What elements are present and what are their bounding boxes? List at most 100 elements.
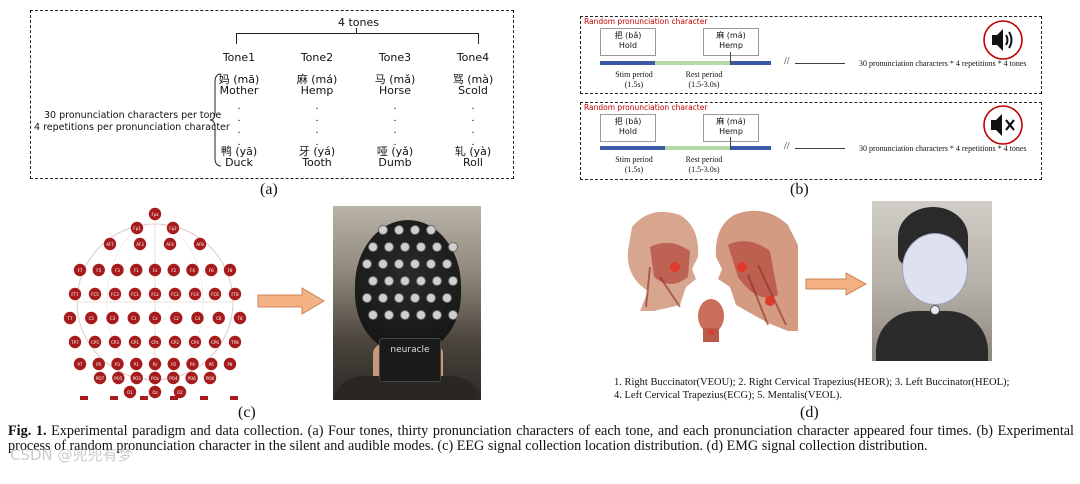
electrode-fp1 <box>130 221 144 235</box>
electrode-label: PO7 <box>96 376 105 381</box>
panel-b-label: (b) <box>790 181 809 198</box>
electrode-label: P6 <box>209 362 214 367</box>
electrode-label: F4 <box>190 268 195 273</box>
anatomy-front-drawing <box>698 299 724 342</box>
caption-fig-number: Fig. 1. <box>8 423 47 439</box>
electrode-cp4 <box>188 335 202 349</box>
arrow-right-icon <box>257 287 325 315</box>
top-word: Horse <box>378 84 412 97</box>
electrode-poz <box>148 371 162 385</box>
cap-electrode <box>394 259 404 269</box>
row2-stim-bar <box>600 146 665 150</box>
electrode-label: P5 <box>96 362 101 367</box>
top-char: 麻 (má) <box>296 73 338 86</box>
bottom-word: Roll <box>463 156 483 169</box>
electrode-label: FC3 <box>111 292 119 297</box>
electrode-label: F5 <box>96 268 101 273</box>
device-brand-text: neuracle <box>390 345 430 355</box>
electrode-label: TP7 <box>70 340 79 345</box>
electrode-fp2 <box>166 221 180 235</box>
subject-head <box>355 220 461 352</box>
electrode-label: AF7 <box>106 242 114 247</box>
electrode-label: CP5 <box>91 340 99 345</box>
electrode-label: PO5 <box>114 376 123 381</box>
electrode-po4 <box>167 371 180 385</box>
electrode-fc2 <box>168 287 182 301</box>
electrode-pz <box>148 357 162 371</box>
electrode-label: PO4 <box>169 376 178 381</box>
face-blur <box>902 233 968 305</box>
electrode-p8 <box>223 357 237 371</box>
electrode-label: PO6 <box>188 376 197 381</box>
row1-stim-bar <box>600 61 655 65</box>
electrode-cz <box>148 311 162 325</box>
tone-bracket <box>236 33 479 44</box>
electrode-label: P2 <box>171 362 176 367</box>
cap-electrode <box>448 276 458 286</box>
cap-electrode <box>394 225 404 235</box>
tone-name: Tone2 <box>300 51 334 64</box>
cap-electrode <box>400 276 410 286</box>
row2-box1-word: Hold <box>618 127 638 136</box>
electrode-ft8 <box>228 287 242 301</box>
anatomy-left-drawing <box>627 211 699 311</box>
electrode-label: CP4 <box>191 340 199 345</box>
side-text-1: 30 pronunciation characters per tone <box>44 110 222 121</box>
row2-box2: 麻 (má) Hemp <box>703 114 759 142</box>
top-char: 马 (mǎ) <box>374 73 416 86</box>
electrode-label: C6 <box>216 316 222 321</box>
panel-a-header: 4 tones <box>338 16 380 29</box>
electrode-label: T8 <box>237 316 243 321</box>
cap-electrode <box>362 293 372 303</box>
subject-torso <box>876 311 988 361</box>
electrode-cp2 <box>168 335 182 349</box>
row1-break: // <box>784 56 790 67</box>
electrode-t8 <box>233 311 247 325</box>
row1-line <box>795 63 845 64</box>
row2-box1: 把 (bǎ) Hold <box>600 114 656 142</box>
cap-electrode <box>432 242 442 252</box>
electrode-af4 <box>163 237 177 251</box>
tone-name: Tone1 <box>222 51 256 64</box>
electrode-label: FC1 <box>131 292 139 297</box>
electrode-tp8 <box>228 335 242 349</box>
electrode-label: Pz <box>153 362 158 367</box>
electrode-label: C3 <box>110 316 116 321</box>
electrode-label: C2 <box>174 316 180 321</box>
cap-electrode <box>442 293 452 303</box>
electrode-af7 <box>103 237 117 251</box>
row2-break: // <box>784 141 790 152</box>
row1-title: Random pronunciation character <box>584 17 708 26</box>
electrode-c3 <box>106 311 119 325</box>
electrode-tp7 <box>68 335 82 349</box>
electrode-label: O1 <box>127 390 133 395</box>
bottom-word: Duck <box>225 156 253 169</box>
cap-electrodes <box>362 225 458 320</box>
cap-electrode <box>432 276 442 286</box>
electrode-p3 <box>111 357 124 371</box>
row1-rest-bar <box>655 61 731 65</box>
bottom-char: 牙 (yá) <box>298 145 336 158</box>
row2-line <box>795 148 845 149</box>
cap-electrode <box>416 276 426 286</box>
speaker-on-icon <box>983 20 1023 60</box>
row1-box2-word: Hemp <box>719 41 743 50</box>
electrode-p6 <box>205 357 218 371</box>
electrode-label: F1 <box>134 268 139 273</box>
electrode-label: T7 <box>67 316 73 321</box>
row2-stim-bar2 <box>731 146 771 150</box>
row1-box2-char: 麻 (má) <box>716 31 746 40</box>
electrode-label: P1 <box>134 362 139 367</box>
electrode-p1 <box>130 357 143 371</box>
electrode-fc5 <box>88 287 102 301</box>
electrode-label: F7 <box>78 268 83 273</box>
cap-electrode <box>426 225 436 235</box>
cap-electrode <box>362 259 372 269</box>
reference-electrode <box>140 396 148 400</box>
electrode-label: FCz <box>151 292 158 297</box>
electrode-c6 <box>212 311 225 325</box>
panel-a-label: (a) <box>260 181 278 198</box>
cap-electrode <box>378 225 388 235</box>
row2-stim-label: Stim period (1.5s) <box>615 155 653 174</box>
